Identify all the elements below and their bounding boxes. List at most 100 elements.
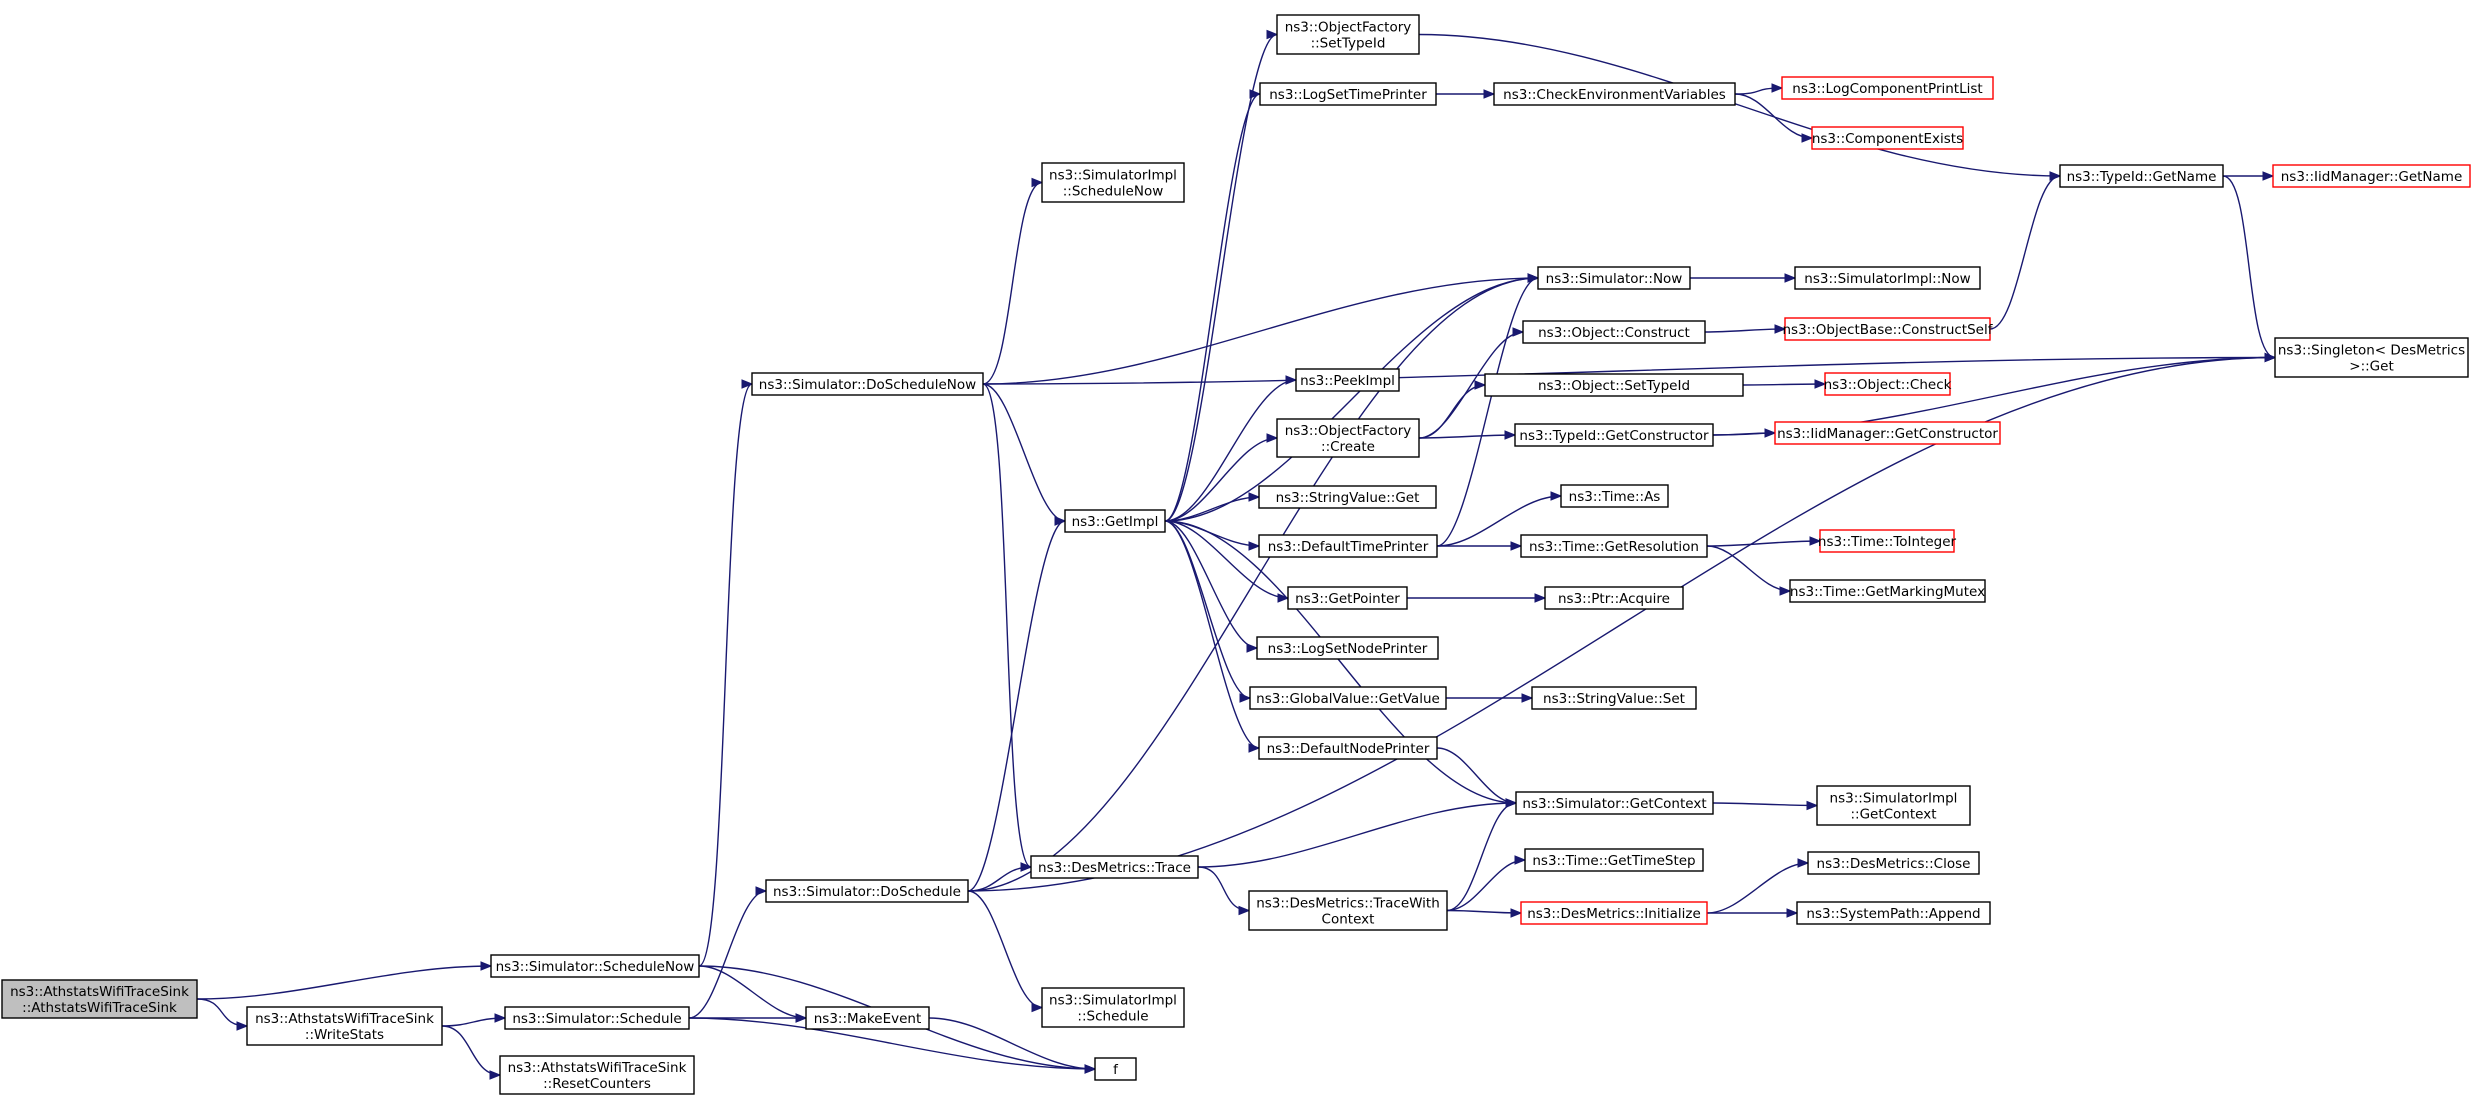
node-getpointer[interactable]: ns3::GetPointer xyxy=(1287,586,1408,610)
node-logsetnodeprinter[interactable]: ns3::LogSetNodePrinter xyxy=(1256,636,1439,660)
node-systempath_append[interactable]: ns3::SystemPath::Append xyxy=(1796,901,1991,925)
node-box[interactable] xyxy=(2059,164,2224,188)
node-schednow[interactable]: ns3::Simulator::ScheduleNow xyxy=(490,954,700,978)
node-singleton_get[interactable]: ns3::Singleton< DesMetrics>::Get xyxy=(2274,337,2469,378)
node-simulator_now[interactable]: ns3::Simulator::Now xyxy=(1537,266,1691,290)
node-defaulttimeprinter[interactable]: ns3::DefaultTimePrinter xyxy=(1258,534,1438,558)
node-simimpl_schednow[interactable]: ns3::SimulatorImpl::ScheduleNow xyxy=(1041,162,1185,203)
node-stringvalue_get[interactable]: ns3::StringValue::Get xyxy=(1258,485,1437,509)
node-writestats[interactable]: ns3::AthstatsWifiTraceSink::WriteStats xyxy=(246,1006,443,1046)
node-box[interactable] xyxy=(1811,126,1964,150)
node-object_construct[interactable]: ns3::Object::Construct xyxy=(1522,320,1706,344)
node-box[interactable] xyxy=(504,1006,690,1030)
node-box[interactable] xyxy=(1824,372,1951,396)
node-checkenv[interactable]: ns3::CheckEnvironmentVariables xyxy=(1493,82,1736,106)
node-desmetrics_close[interactable]: ns3::DesMetrics::Close xyxy=(1807,851,1980,875)
node-objectbase_constructself[interactable]: ns3::ObjectBase::ConstructSelf xyxy=(1783,317,1994,341)
node-box[interactable] xyxy=(2272,164,2471,188)
node-box[interactable] xyxy=(1256,636,1439,660)
node-peekimpl[interactable]: ns3::PeekImpl xyxy=(1295,368,1400,392)
node-simimpl_now[interactable]: ns3::SimulatorImpl::Now xyxy=(1794,266,1981,290)
node-desmetrics_trace[interactable]: ns3::DesMetrics::Trace xyxy=(1030,855,1199,879)
node-box[interactable] xyxy=(490,954,700,978)
node-box[interactable] xyxy=(1816,785,1971,826)
node-stringvalue_set[interactable]: ns3::StringValue::Set xyxy=(1531,686,1697,710)
node-box[interactable] xyxy=(1807,851,1980,875)
node-getimpl[interactable]: ns3::GetImpl xyxy=(1064,509,1166,533)
node-object_check[interactable]: ns3::Object::Check xyxy=(1824,372,1952,396)
node-iidmanager_getconstructor[interactable]: ns3::IidManager::GetConstructor xyxy=(1774,421,2001,445)
node-f[interactable]: f xyxy=(1094,1057,1137,1081)
node-box[interactable] xyxy=(1276,418,1420,458)
node-box[interactable] xyxy=(1796,901,1991,925)
node-box[interactable] xyxy=(1794,266,1981,290)
node-box[interactable] xyxy=(1259,82,1437,106)
node-box[interactable] xyxy=(1248,890,1448,931)
node-object_settypeid[interactable]: ns3::Object::SetTypeId xyxy=(1484,373,1744,397)
node-simulator_getcontext[interactable]: ns3::Simulator::GetContext xyxy=(1515,791,1714,815)
node-box[interactable] xyxy=(246,1006,443,1046)
node-box[interactable] xyxy=(1064,509,1166,533)
node-box[interactable] xyxy=(1537,266,1691,290)
node-doschednow[interactable]: ns3::Simulator::DoScheduleNow xyxy=(751,372,984,396)
node-globalvalue_getvalue[interactable]: ns3::GlobalValue::GetValue xyxy=(1249,686,1447,710)
node-box[interactable] xyxy=(499,1055,695,1095)
node-box[interactable] xyxy=(1781,76,1994,100)
node-box[interactable] xyxy=(1520,534,1708,558)
node-box[interactable] xyxy=(1560,484,1669,508)
node-defaultnodeprinter[interactable]: ns3::DefaultNodePrinter xyxy=(1258,736,1438,760)
node-box[interactable] xyxy=(1819,529,1955,553)
node-logsettimeprinter[interactable]: ns3::LogSetTimePrinter xyxy=(1259,82,1437,106)
node-simimpl_getcontext[interactable]: ns3::SimulatorImpl::GetContext xyxy=(1816,785,1971,826)
node-time_getmarkingmutex[interactable]: ns3::Time::GetMarkingMutex xyxy=(1789,579,1986,603)
node-box[interactable] xyxy=(1544,586,1684,610)
node-time_getresolution[interactable]: ns3::Time::GetResolution xyxy=(1520,534,1708,558)
node-box[interactable] xyxy=(1094,1057,1137,1081)
node-box[interactable] xyxy=(1784,317,1991,341)
node-box[interactable] xyxy=(1531,686,1697,710)
node-box[interactable] xyxy=(1522,320,1706,344)
node-box[interactable] xyxy=(2274,337,2469,378)
node-box[interactable] xyxy=(1774,421,2001,445)
node-objfactory_settypeid[interactable]: ns3::ObjectFactory::SetTypeId xyxy=(1276,14,1420,55)
node-makeevent[interactable]: ns3::MakeEvent xyxy=(805,1006,930,1030)
node-componentexists[interactable]: ns3::ComponentExists xyxy=(1811,126,1964,150)
node-typeid_getconstructor[interactable]: ns3::TypeId::GetConstructor xyxy=(1514,423,1714,447)
node-box[interactable] xyxy=(1484,373,1744,397)
node-box[interactable] xyxy=(1295,368,1400,392)
node-typeid_getname[interactable]: ns3::TypeId::GetName xyxy=(2059,164,2224,188)
node-desmetrics_initialize[interactable]: ns3::DesMetrics::Initialize xyxy=(1520,901,1708,925)
node-box[interactable] xyxy=(1258,534,1438,558)
node-ptr_acquire[interactable]: ns3::Ptr::Acquire xyxy=(1544,586,1684,610)
node-box[interactable] xyxy=(1041,162,1185,203)
node-root[interactable]: ns3::AthstatsWifiTraceSink::AthstatsWifi… xyxy=(1,979,198,1019)
node-time_as[interactable]: ns3::Time::As xyxy=(1560,484,1669,508)
node-box[interactable] xyxy=(1276,14,1420,55)
node-box[interactable] xyxy=(1524,848,1704,872)
node-time_tointeger[interactable]: ns3::Time::ToInteger xyxy=(1818,529,1957,553)
node-iidmanager_getname[interactable]: ns3::IidManager::GetName xyxy=(2272,164,2471,188)
node-simimpl_sched[interactable]: ns3::SimulatorImpl::Schedule xyxy=(1041,987,1185,1028)
node-logcomponentprintlist[interactable]: ns3::LogComponentPrintList xyxy=(1781,76,1994,100)
node-box[interactable] xyxy=(1258,736,1438,760)
node-box[interactable] xyxy=(1287,586,1408,610)
node-box[interactable] xyxy=(1493,82,1736,106)
node-schedule[interactable]: ns3::Simulator::Schedule xyxy=(504,1006,690,1030)
node-box[interactable] xyxy=(1041,987,1185,1028)
node-dosched[interactable]: ns3::Simulator::DoSchedule xyxy=(765,879,969,903)
node-box[interactable] xyxy=(1,979,198,1019)
node-box[interactable] xyxy=(805,1006,930,1030)
node-resetcounters[interactable]: ns3::AthstatsWifiTraceSink::ResetCounter… xyxy=(499,1055,695,1095)
node-box[interactable] xyxy=(1515,791,1714,815)
node-time_gettimestep[interactable]: ns3::Time::GetTimeStep xyxy=(1524,848,1704,872)
node-box[interactable] xyxy=(765,879,969,903)
node-box[interactable] xyxy=(751,372,984,396)
node-box[interactable] xyxy=(1514,423,1714,447)
node-box[interactable] xyxy=(1030,855,1199,879)
node-box[interactable] xyxy=(1249,686,1447,710)
node-box[interactable] xyxy=(1258,485,1437,509)
node-objfactory_create[interactable]: ns3::ObjectFactory::Create xyxy=(1276,418,1420,458)
node-box[interactable] xyxy=(1789,579,1986,603)
node-box[interactable] xyxy=(1520,901,1708,925)
